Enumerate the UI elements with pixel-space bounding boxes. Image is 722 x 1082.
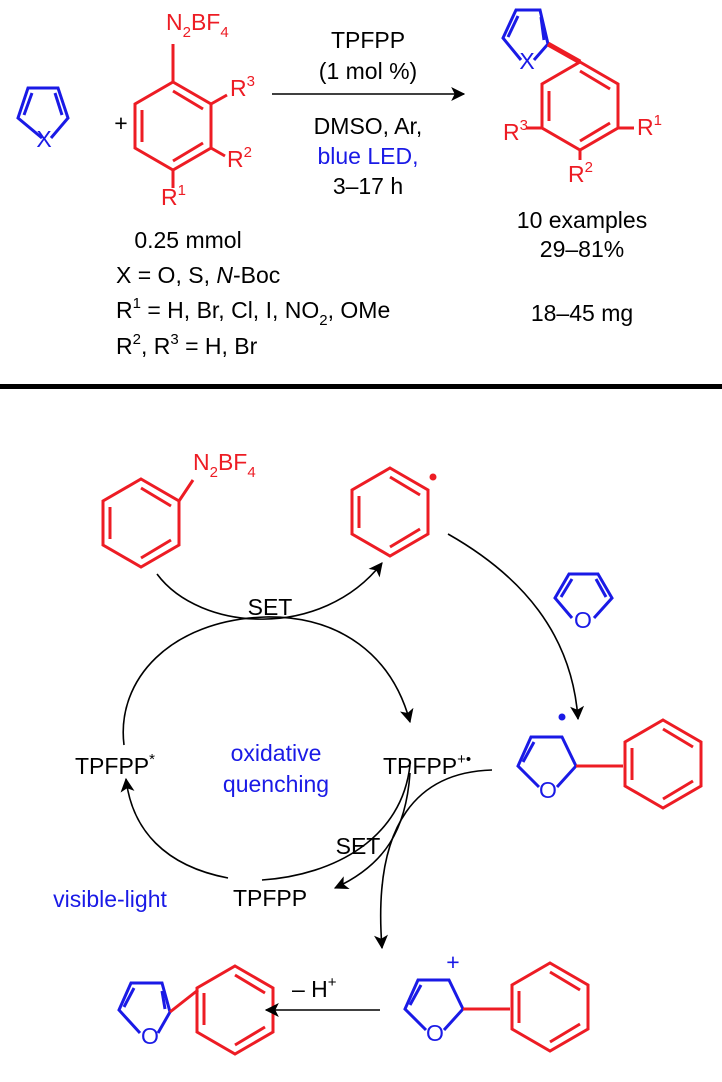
visible-light-label: visible-light [53,886,167,912]
set-label-top: SET [248,594,293,620]
yield-range: 29–81% [540,236,624,262]
set-arrow-bottom [333,772,411,889]
deprotonation-label: – H+ [292,974,337,1002]
scope-x-line: X = O, S, N-Boc [116,262,280,288]
heteroatom-x-label: X [36,126,51,152]
section-divider [0,384,722,389]
examples-count: 10 examples [517,207,647,233]
phenyl-radical [350,466,437,558]
aryl-diazonium-reactant: N2BF4 R3 R2 R1 [133,9,255,210]
tpfpp-radical-cation-label: TPFPP+• [383,751,471,779]
set-arrow-top [156,562,383,620]
catalytic-cycle [120,533,585,950]
product-r1-label: R1 [637,112,662,140]
product-r3-label: R3 [503,117,528,145]
intermediate-radical-dot [558,713,566,721]
oxidation-arrow [374,769,493,950]
arylated-heteroarene-product: X R3 R2 R1 [501,8,662,187]
cation-intermediate-oxygen: O [426,1020,444,1046]
cycle-arc-top [122,616,414,746]
oxidative-quenching-label-line2: quenching [223,771,329,797]
reaction-results: 10 examples 29–81% 18–45 mg [517,207,647,326]
mechanism-scheme: N2BF4 O [53,449,703,1056]
oxidative-quenching-label-line1: oxidative [231,740,322,766]
solvent-atmosphere-label: DMSO, Ar, [314,113,423,139]
reactant-amount: 0.25 mmol [134,227,241,253]
mechanism-diazonium-label: N2BF4 [193,449,256,481]
furanyl-radical-intermediate: O [516,713,703,810]
cycle-arc-right-lower [261,764,411,881]
diazonium-label: N2BF4 [166,9,229,41]
reaction-time-label: 3–17 h [333,173,403,199]
r3-substituent-label: R3 [230,73,255,101]
product-oxygen-label: O [141,1023,159,1049]
plus-sign: + [114,110,127,136]
tpfpp-excited-label: TPFPP* [75,751,155,779]
heteroarene-reactant: X [16,86,70,152]
scope-r1-line: R1 = H, Br, Cl, I, NO2, OMe [116,295,390,329]
phenylfuran-product: O [117,964,275,1056]
product-r2-label: R2 [568,159,593,187]
furan-oxygen-label: O [574,607,592,633]
r1-substituent-label: R1 [161,182,186,210]
top-reaction-scheme: X + N2BF4 R3 R2 R1 0.25 mmol TPFPP [16,8,662,359]
radical-dot [429,473,437,481]
catalyst-loading-label: (1 mol %) [319,58,417,84]
cycle-arc-left-lower [120,777,229,879]
mechanism-diazonium: N2BF4 [101,449,256,569]
mass-range: 18–45 mg [531,300,633,326]
scope-r2-r3-line: R2, R3 = H, Br [116,331,258,359]
light-source-label: blue LED, [317,143,418,169]
furanyl-cation-intermediate: + O [403,949,590,1053]
set-label-bottom: SET [336,833,381,859]
radical-addition-arrow [447,533,585,721]
r2-substituent-label: R2 [227,144,252,172]
furan-reagent: O [553,572,614,633]
cation-charge: + [446,949,459,975]
substrate-scope: X = O, S, N-Boc R1 = H, Br, Cl, I, NO2, … [116,262,390,359]
product-heteroatom-x-label: X [519,48,534,74]
catalyst-label: TPFPP [331,27,405,53]
reaction-conditions: TPFPP (1 mol %) DMSO, Ar, blue LED, 3–17… [314,27,423,199]
tpfpp-ground-label: TPFPP [233,885,307,911]
radical-intermediate-oxygen: O [539,777,557,803]
